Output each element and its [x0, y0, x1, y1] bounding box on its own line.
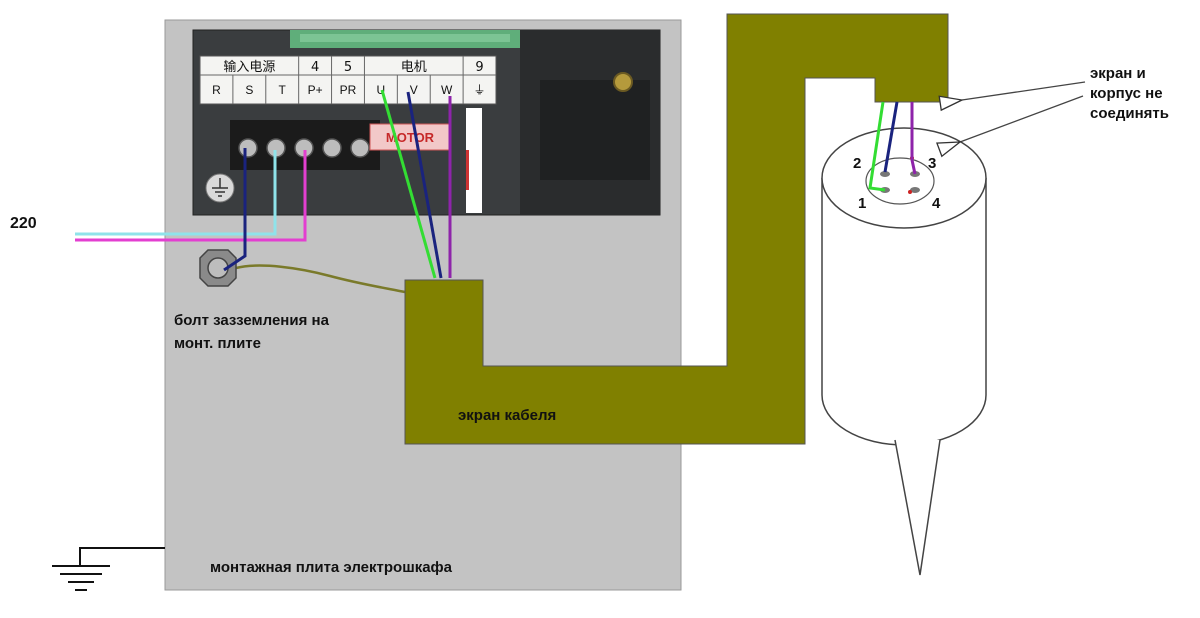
terminal-header-1: 4: [311, 60, 319, 75]
motor-wire-u: [380, 89, 437, 279]
ground-strap: [235, 264, 406, 294]
terminal-label-5: U: [377, 83, 386, 97]
terminal-label-0: R: [212, 83, 221, 97]
terminal-screw: [322, 138, 342, 158]
note-label-1: экран и: [1090, 65, 1146, 82]
note-label-2: корпус не: [1090, 85, 1163, 102]
terminal-label-plate: [199, 55, 497, 105]
ground-bolt: [199, 249, 237, 287]
earth-ground-icon: [52, 547, 165, 591]
supply-voltage-label: 220: [10, 215, 37, 232]
motor-body: [821, 127, 987, 576]
motor-badge: [369, 123, 451, 151]
vfd-terminal-panel: 输入电源 4 5 电机 9 R S T P+ PR U V W ⏚ MOTOR: [192, 29, 661, 216]
note-arrow-shield: [962, 81, 1086, 100]
supply-wire-magenta: [75, 150, 307, 242]
terminal-label-3: P+: [308, 83, 323, 97]
motor-wire-purple-pin: [910, 102, 917, 175]
pin-label-3: 3: [928, 155, 936, 172]
terminal-label-6: V: [410, 83, 418, 97]
motor-badge-text: MOTOR: [386, 130, 435, 145]
pin-label-2: 2: [853, 155, 861, 172]
motor-spike: [894, 439, 941, 576]
note-arrow-housing: [960, 95, 1084, 142]
pin-label-1: 1: [858, 195, 866, 212]
terminal-label-2: T: [279, 83, 287, 97]
supply-wire-cyan: [75, 150, 277, 236]
terminal-header-2: 5: [344, 60, 352, 75]
motor-connector: [865, 157, 935, 205]
terminal-header-3: 电机: [401, 60, 427, 75]
mounting-plate-label: монтажная плита электрошкафа: [210, 559, 453, 576]
note-label-3: соединять: [1090, 105, 1169, 122]
terminal-label-7: W: [441, 83, 453, 97]
motor-wire-v: [406, 91, 443, 279]
ground-bolt-label-1: болт зазземления на: [174, 312, 330, 329]
terminal-label-1: S: [245, 83, 253, 97]
terminal-label-4: PR: [340, 83, 357, 97]
motor-wire-green-pin: [868, 101, 886, 192]
cable-shield-label: экран кабеля: [458, 407, 556, 424]
terminal-label-8: ⏚: [474, 83, 486, 97]
terminal-screw: [350, 138, 370, 158]
terminal-header-0: 输入电源: [223, 59, 275, 75]
ground-bolt-label-2: монт. плите: [174, 335, 261, 352]
motor-wire-navy-pin: [883, 101, 899, 173]
ground-wire-navy: [223, 148, 247, 272]
terminal-screw: [238, 138, 258, 158]
terminal-header-4: 9: [475, 60, 483, 75]
pin-label-4: 4: [932, 195, 941, 212]
